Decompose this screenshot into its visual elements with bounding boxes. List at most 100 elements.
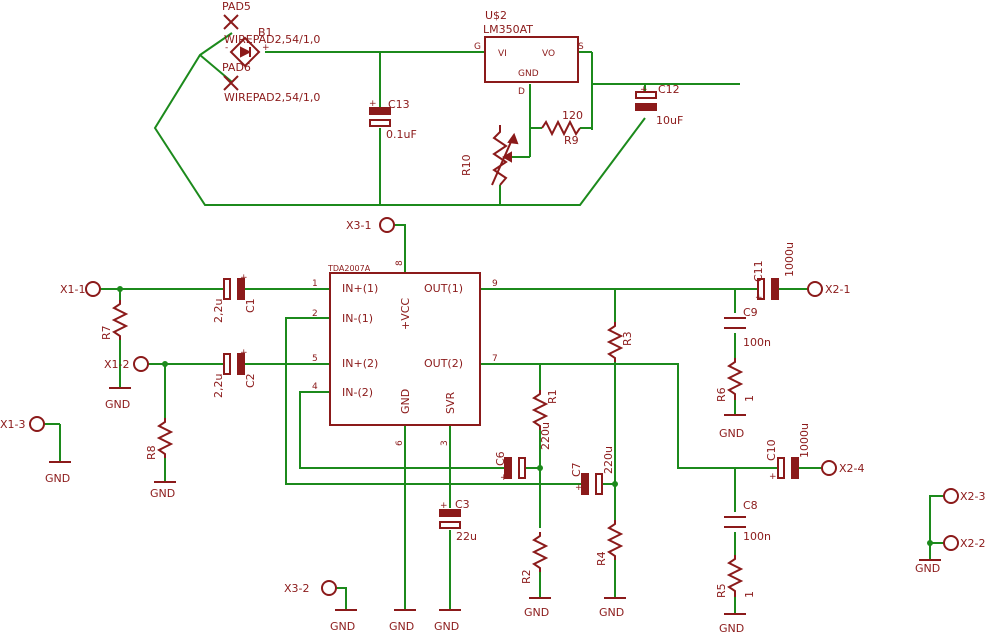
- wires: [44, 32, 944, 614]
- svg-text:+: +: [369, 99, 377, 109]
- svg-text:GND: GND: [330, 620, 355, 633]
- svg-text:X1-2: X1-2: [104, 358, 130, 371]
- svg-text:+: +: [575, 483, 583, 493]
- svg-text:GND: GND: [915, 562, 940, 575]
- svg-text:X1-1: X1-1: [60, 283, 86, 296]
- svg-text:22u: 22u: [456, 530, 477, 543]
- svg-text:100n: 100n: [743, 530, 771, 543]
- capacitor-c13: + C13 0.1uF: [369, 98, 417, 141]
- resistor-r8: R8: [145, 418, 174, 460]
- svg-text:GND: GND: [719, 427, 744, 440]
- svg-text:8: 8: [395, 260, 405, 266]
- svg-text:GND: GND: [599, 606, 624, 619]
- svg-text:1000u: 1000u: [798, 423, 811, 458]
- svg-text:C11: C11: [752, 260, 765, 282]
- svg-text:OUT(1): OUT(1): [424, 282, 463, 295]
- svg-text:C8: C8: [743, 499, 758, 512]
- svg-text:B1: B1: [258, 26, 273, 39]
- svg-text:GND: GND: [719, 622, 744, 633]
- svg-text:X2-2: X2-2: [960, 537, 986, 550]
- resistor-r4: R4: [595, 520, 624, 566]
- svg-text:9: 9: [492, 279, 498, 289]
- svg-text:OUT(2): OUT(2): [424, 357, 463, 370]
- svg-text:5: 5: [312, 354, 318, 364]
- svg-text:C13: C13: [388, 98, 410, 111]
- svg-text:C12: C12: [658, 83, 680, 96]
- pad5: PAD5 WIREPAD2,54/1,0: [222, 0, 320, 46]
- svg-text:GND: GND: [105, 398, 130, 411]
- svg-text:+: +: [440, 501, 448, 511]
- svg-text:SVR: SVR: [444, 391, 457, 414]
- resistor-r2: R2: [520, 532, 549, 584]
- svg-text:R1: R1: [546, 389, 559, 404]
- svg-text:D: D: [518, 87, 525, 97]
- svg-text:R9: R9: [564, 134, 579, 147]
- svg-text:WIREPAD2,54/1,0: WIREPAD2,54/1,0: [224, 33, 320, 46]
- svg-text:+: +: [500, 473, 508, 483]
- capacitor-c3: + C3 22u: [439, 498, 477, 543]
- bridge-rectifier-b1: B1 - +: [225, 26, 273, 68]
- svg-text:6: 6: [395, 440, 405, 446]
- svg-text:X3-1: X3-1: [346, 219, 372, 232]
- svg-text:0.1uF: 0.1uF: [386, 128, 417, 141]
- svg-text:220u: 220u: [602, 446, 615, 474]
- resistor-r5: R5 1: [715, 555, 756, 598]
- svg-text:7: 7: [492, 354, 498, 364]
- connectors: X1-1 X1-2 X1-3 X2-1 X2-4 X2-3 X2-2 X3-1 …: [0, 217, 986, 596]
- svg-text:GND: GND: [518, 69, 539, 79]
- svg-text:C3: C3: [455, 498, 470, 511]
- svg-text:C7: C7: [570, 462, 583, 477]
- resistor-r1: R1: [531, 389, 559, 430]
- svg-text:PAD6: PAD6: [222, 61, 251, 74]
- capacitor-c1: + C1 2,2u: [212, 273, 257, 323]
- junctions: [117, 286, 933, 546]
- svg-text:1: 1: [312, 279, 318, 289]
- svg-text:+: +: [640, 85, 648, 95]
- capacitor-c2: + C2 2,2u: [212, 348, 257, 398]
- svg-text:3: 3: [440, 440, 450, 446]
- capacitor-c10: + C10 1000u: [765, 423, 811, 482]
- svg-text:WIREPAD2,54/1,0: WIREPAD2,54/1,0: [224, 91, 320, 104]
- svg-text:IN-(2): IN-(2): [342, 386, 373, 399]
- svg-text:+: +: [240, 348, 248, 358]
- svg-text:GND: GND: [150, 487, 175, 500]
- svg-text:1000u: 1000u: [783, 242, 796, 277]
- svg-text:+: +: [755, 293, 763, 303]
- svg-text:GND: GND: [45, 472, 70, 485]
- capacitor-c8: C8 100n: [724, 499, 771, 543]
- svg-text:220u: 220u: [539, 422, 552, 450]
- potentiometer-r10: R10: [460, 125, 519, 186]
- resistor-r3: R3: [606, 322, 634, 362]
- resistor-r7: R7: [100, 300, 129, 340]
- svg-text:GND: GND: [389, 620, 414, 633]
- svg-text:2: 2: [312, 309, 318, 319]
- svg-text:R5: R5: [715, 583, 728, 598]
- svg-text:TDA2007A: TDA2007A: [327, 264, 371, 273]
- svg-text:+: +: [262, 43, 270, 53]
- svg-text:1: 1: [743, 591, 756, 598]
- svg-text:X2-4: X2-4: [839, 462, 865, 475]
- svg-text:R10: R10: [460, 154, 473, 176]
- svg-text:C1: C1: [244, 298, 257, 313]
- svg-text:LM350AT: LM350AT: [483, 23, 533, 36]
- svg-text:C9: C9: [743, 306, 758, 319]
- svg-text:GND: GND: [434, 620, 459, 633]
- svg-text:R3: R3: [621, 331, 634, 346]
- svg-text:100n: 100n: [743, 336, 771, 349]
- capacitor-c12: + C12 10uF: [635, 83, 683, 127]
- svg-text:C6: C6: [494, 451, 507, 466]
- svg-text:C2: C2: [244, 373, 257, 388]
- svg-text:4: 4: [312, 382, 318, 392]
- svg-text:G: G: [474, 42, 481, 52]
- resistor-r6: R6 1: [715, 358, 756, 402]
- svg-text:C10: C10: [765, 439, 778, 461]
- pad6: PAD6 WIREPAD2,54/1,0: [222, 61, 320, 104]
- svg-text:VI: VI: [498, 49, 507, 59]
- regulator-u2: U$2 LM350AT VI VO GND G S D: [474, 9, 584, 97]
- svg-text:PAD5: PAD5: [222, 0, 251, 13]
- svg-text:R6: R6: [715, 387, 728, 402]
- svg-text:IN-(1): IN-(1): [342, 312, 373, 325]
- svg-text:+VCC: +VCC: [399, 298, 412, 330]
- svg-text:IN+(2): IN+(2): [342, 357, 378, 370]
- capacitor-c11: + C11 1000u: [752, 242, 796, 303]
